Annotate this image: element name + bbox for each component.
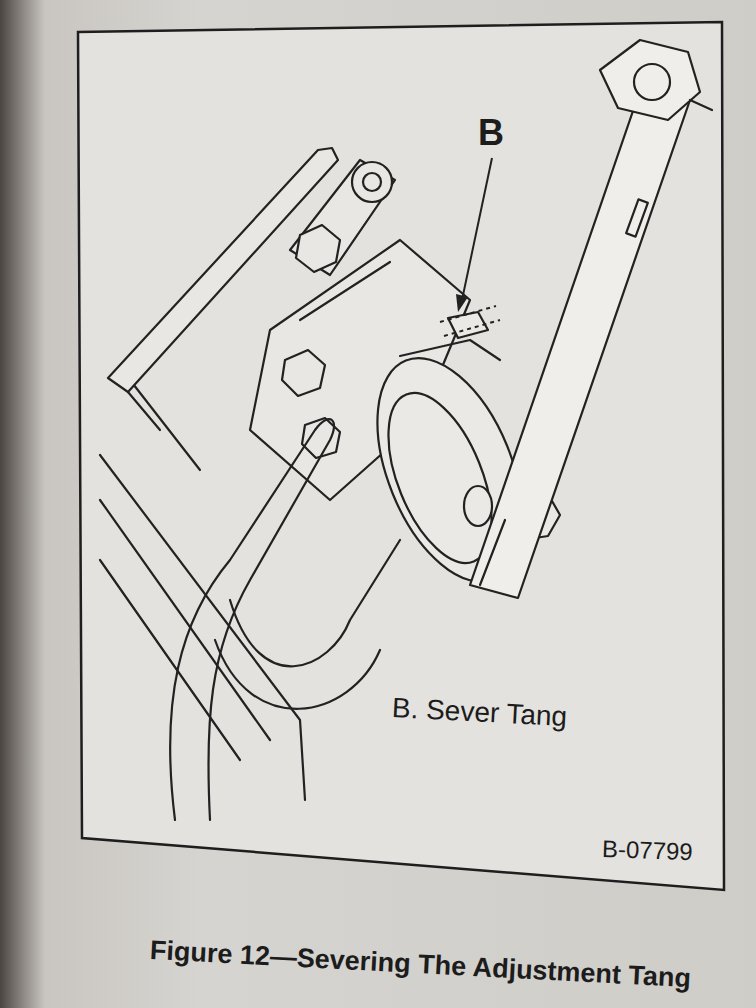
callout-letter: B	[478, 112, 504, 154]
leader-line	[462, 158, 492, 300]
figure-frame	[78, 22, 724, 890]
figure-caption: Figure 12—Severing The Adjustment Tang	[149, 935, 691, 994]
figure-code: B-07799	[602, 835, 694, 866]
